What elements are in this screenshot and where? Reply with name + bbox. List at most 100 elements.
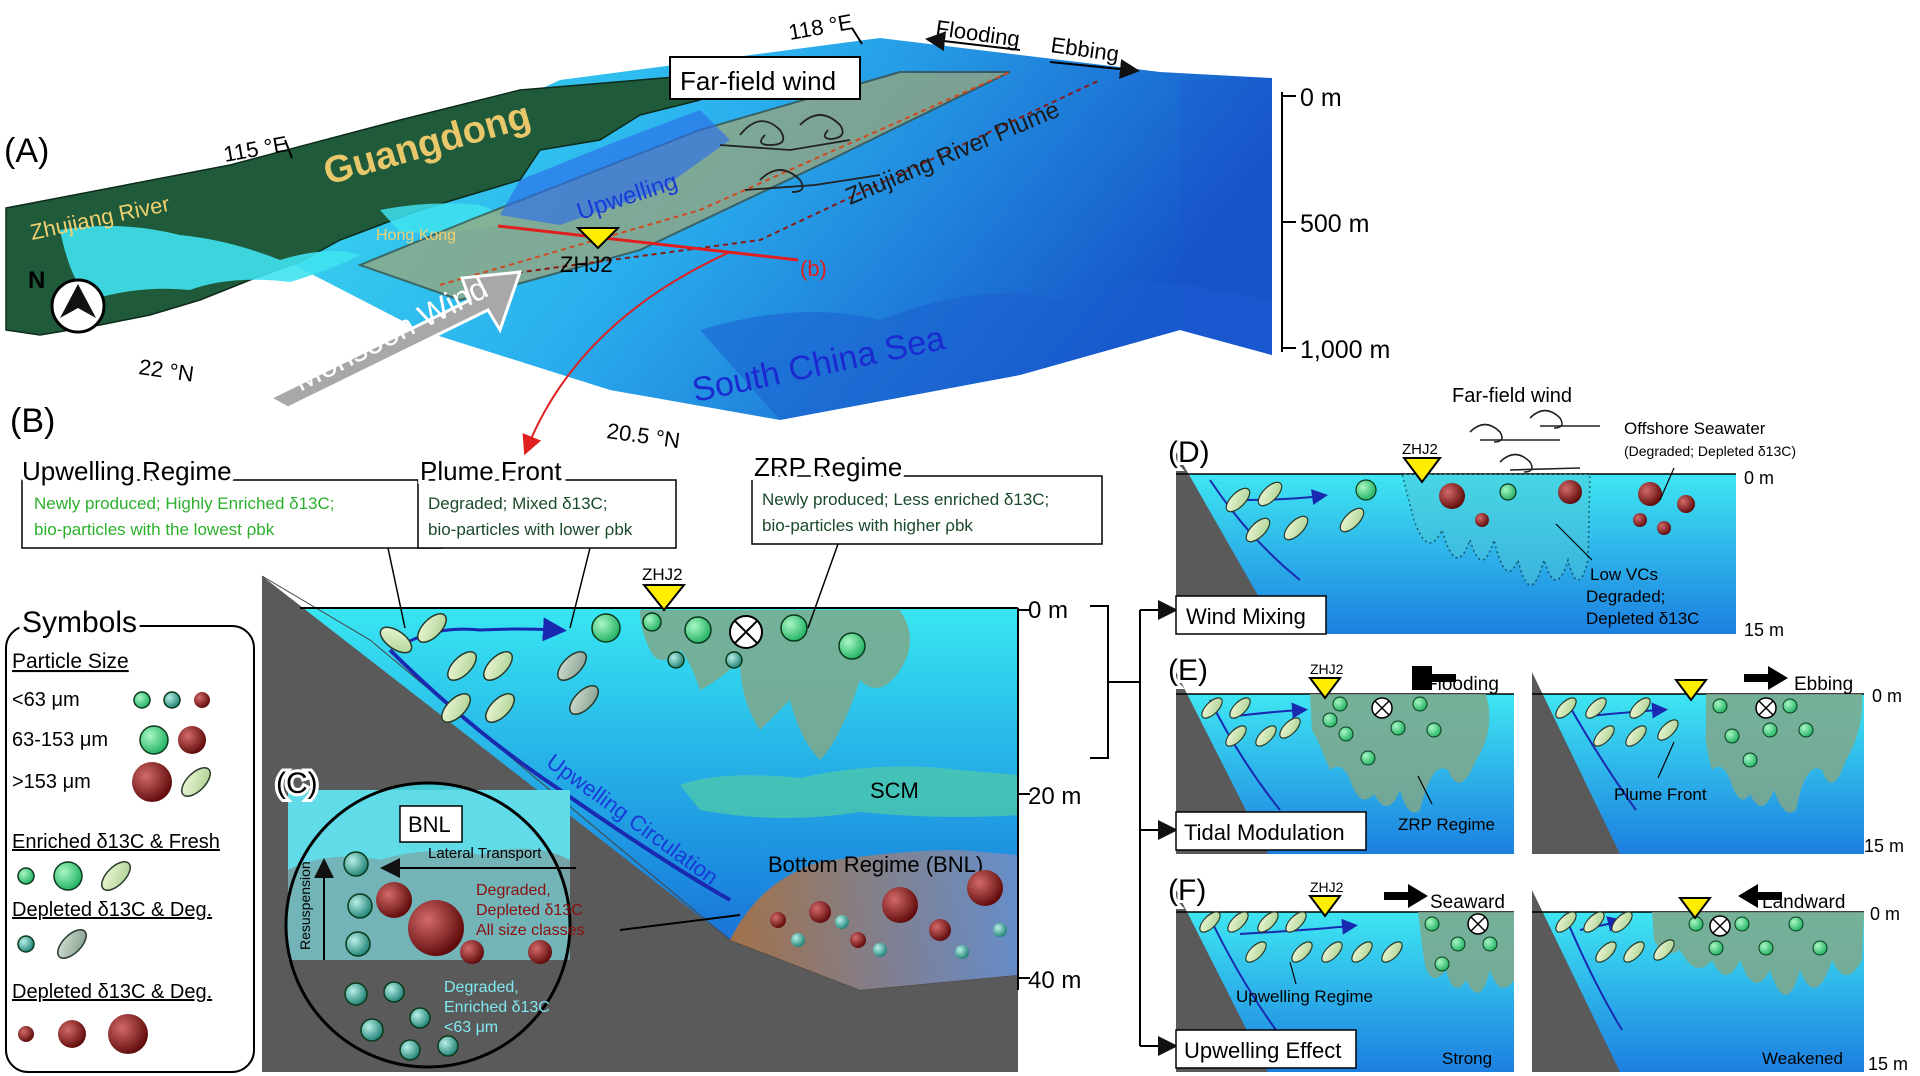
f-station-right <box>1678 897 1712 920</box>
d-offshore-line1: Offshore Seawater <box>1624 419 1766 438</box>
e-flooding-label: Flooding <box>1426 674 1499 695</box>
e-left-crossed-icon <box>1371 697 1393 719</box>
plume-front-line1: Degraded; Mixed δ13C; <box>428 494 608 513</box>
north-label: N <box>28 267 45 294</box>
plume-front-line2: bio-particles with lower ρbk <box>428 520 633 539</box>
farfield-label: Far-field wind <box>680 66 836 96</box>
upwelling-regime-line1: Newly produced; Highly Enriched δ13C; <box>34 494 335 513</box>
f-depth-top: 0 m <box>1870 904 1900 924</box>
lon-118-label: 118 °E <box>787 9 855 45</box>
map-depth-wall <box>1180 78 1272 355</box>
legend-size-title: Particle Size <box>12 650 129 673</box>
section-depth-axis <box>1017 608 1030 990</box>
panel-c: (C) BNL Lateral Transport Resuspension D… <box>273 764 584 1070</box>
depth-label-500: 500 m <box>1300 210 1369 238</box>
legend-size3: >153 μm <box>12 771 91 793</box>
d-shelf <box>1176 452 1280 634</box>
f-title-label: Upwelling Effect <box>1184 1038 1341 1063</box>
bnl-box-label: BNL <box>408 812 451 837</box>
d-depth-top: 0 m <box>1744 468 1774 488</box>
lat-22-label: 22 °N <box>137 354 195 386</box>
d-farfield-label: Far-field wind <box>1452 385 1572 407</box>
degraded-depleted-line2: Depleted δ13C <box>476 902 583 919</box>
panel-d-label: (D) <box>1168 436 1210 469</box>
legend-cat3: Depleted δ13C & Deg. <box>12 981 212 1003</box>
lateral-transport-label: Lateral Transport <box>428 845 542 862</box>
legend-size1: <63 μm <box>12 689 80 711</box>
e-station-left <box>1308 677 1342 700</box>
bottom-regime-label: Bottom Regime (BNL) <box>768 852 983 877</box>
f-station-label: ZHJ2 <box>1310 879 1344 895</box>
legend-title: Symbols <box>22 606 137 639</box>
d-station-label: ZHJ2 <box>1402 441 1438 458</box>
plume-dashed <box>439 71 1011 286</box>
f-right-crossed-icon <box>1709 915 1731 937</box>
lon-118-tick <box>851 27 863 45</box>
depth-label-0: 0 m <box>1300 84 1342 112</box>
d-title-label: Wind Mixing <box>1186 604 1306 629</box>
f-landward-arrow-icon <box>1738 884 1782 908</box>
d-title-box <box>1175 595 1327 635</box>
e-ebbing-label: Ebbing <box>1794 674 1853 695</box>
upwelling-arrow <box>394 617 567 652</box>
section-green-particles <box>591 612 866 669</box>
e-title-box <box>1175 811 1367 851</box>
section-to-profile-arrow <box>522 251 731 456</box>
wind-swirl-icon <box>719 114 881 193</box>
bracket-connector <box>1090 600 1178 1056</box>
d-lowvc-line3: Depleted δ13C <box>1586 609 1699 628</box>
ebbing-arrow <box>1049 59 1140 79</box>
resuspension-label: Resuspension <box>297 861 313 950</box>
f-title-box <box>1175 1029 1357 1069</box>
f-seaward-arrow-icon <box>1384 884 1428 908</box>
e-depth-top: 0 m <box>1872 686 1902 706</box>
f-left-crossed-icon <box>1467 913 1489 935</box>
panel-e: ZHJ2 Flooding (E) Tidal Modulation ZRP R… <box>1165 651 1904 856</box>
upwelling-zone <box>500 110 730 225</box>
section-depth-40: 40 m <box>1028 967 1081 994</box>
d-wind-icon <box>1469 409 1600 473</box>
hongkong-label: Hong Kong <box>376 227 456 244</box>
zrp-regime-title: ZRP Regime <box>754 452 902 482</box>
d-lowvc-line2: Degraded; <box>1586 587 1665 606</box>
leader-upwelling <box>387 547 406 629</box>
plume-front-title: Plume Front <box>420 456 562 486</box>
lon-115-tick <box>284 139 293 159</box>
legend-size2: 63-153 μm <box>12 729 108 751</box>
panel-a-label: (A) <box>4 132 49 170</box>
upwelling-regime-box <box>21 479 443 549</box>
e-zrp-label: ZRP Regime <box>1398 815 1495 834</box>
zoom-circle-outline <box>284 781 572 1069</box>
zoom-particles <box>343 851 552 1061</box>
panel-f-label: (F) <box>1168 874 1206 907</box>
section-leaves <box>379 613 599 723</box>
plume-front-box <box>417 479 677 549</box>
f-station-left <box>1308 895 1342 918</box>
legend-cat1: Enriched δ13C & Fresh <box>12 831 220 853</box>
station-marker-a <box>575 227 621 250</box>
degraded-enriched-line1: Degraded, <box>444 979 519 996</box>
d-particles <box>1225 479 1695 543</box>
zrp-regime-line1: Newly produced; Less enriched δ13C; <box>762 490 1049 509</box>
crossed-circle-icon <box>729 615 763 649</box>
leader-plume-front <box>569 547 591 629</box>
d-offshore-line2: (Degraded; Depleted δ13C) <box>1624 443 1796 459</box>
panel-c-label: (C) <box>276 767 318 800</box>
sea-relief <box>700 282 1272 420</box>
leader-bnl <box>619 914 741 931</box>
e-depth-bottom: 15 m <box>1864 836 1904 856</box>
leader-zrp <box>807 543 839 629</box>
e-ebbing-arrow-icon <box>1744 666 1788 690</box>
upwelling-regime-title: Upwelling Regime <box>22 456 232 486</box>
d-depth-bottom: 15 m <box>1744 620 1784 640</box>
f-strong-label: Strong <box>1442 1049 1492 1068</box>
f-right-particles <box>1555 911 1828 963</box>
panel-a: 0 m 500 m 1,000 m (A) Guangdong Zhujiang… <box>4 9 1390 456</box>
section-line-b <box>497 224 799 262</box>
section-label-b: (b) <box>800 256 827 281</box>
f-landward-label: Landward <box>1762 892 1845 913</box>
scm-label: SCM <box>870 778 919 803</box>
zrp-regime-line2: bio-particles with higher ρbk <box>762 516 973 535</box>
station-marker-b <box>641 584 687 612</box>
